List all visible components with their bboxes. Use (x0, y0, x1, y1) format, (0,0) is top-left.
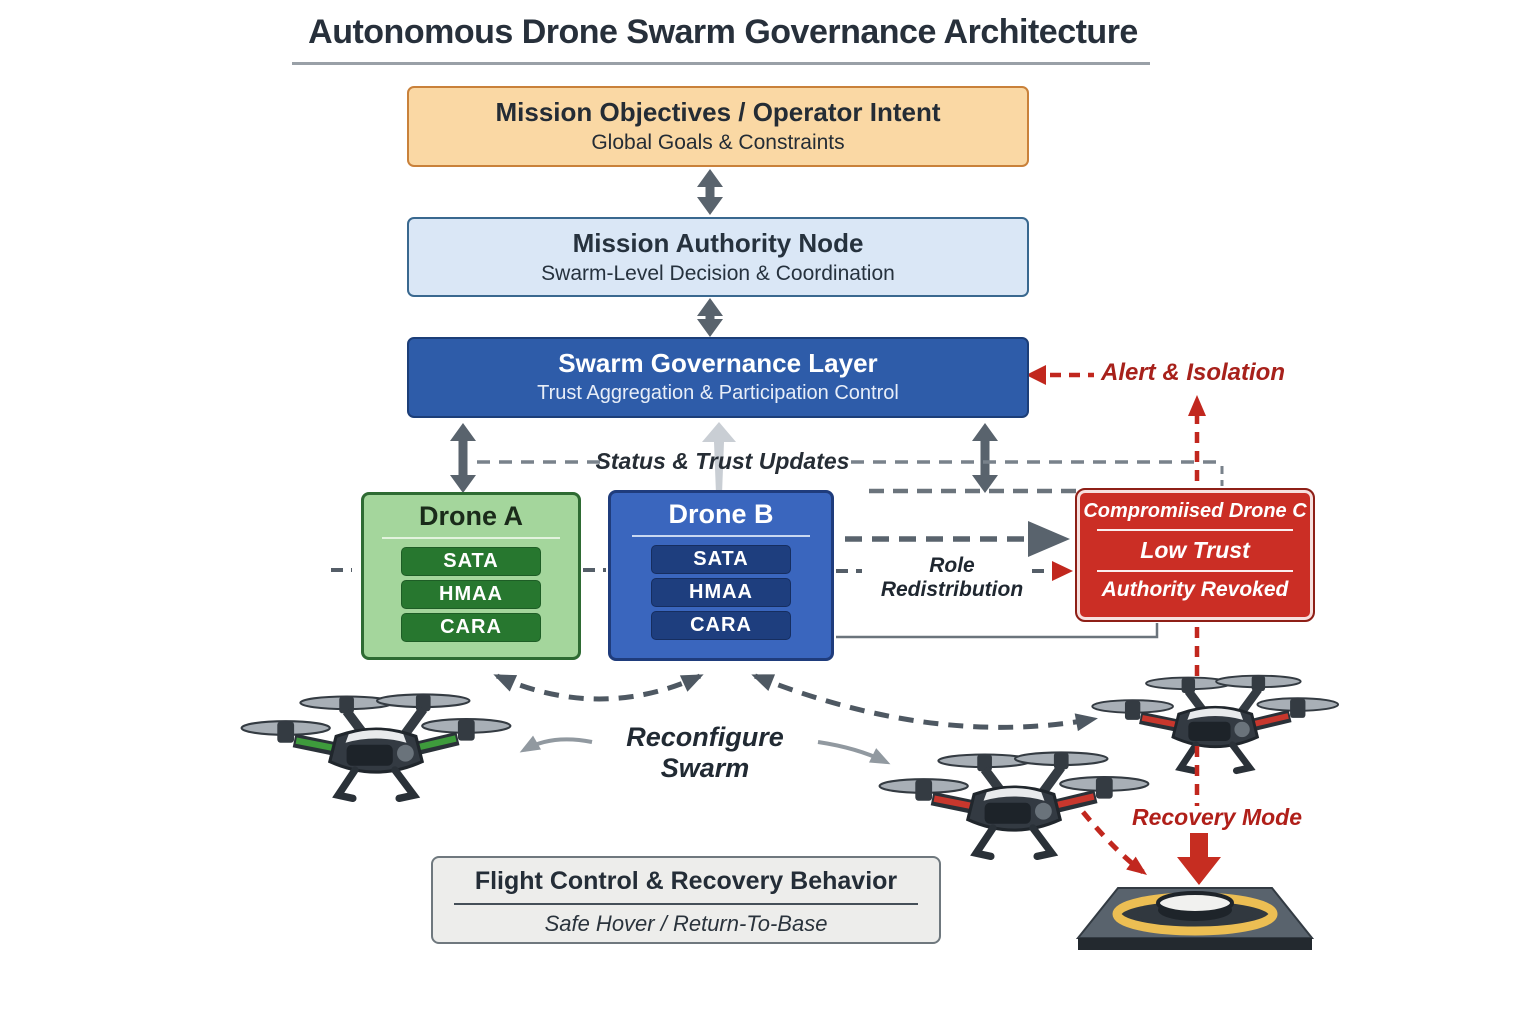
drone-c-title: Compromiised Drone C (1083, 500, 1307, 522)
alert-isolation-label: Alert & Isolation (1100, 359, 1286, 386)
drone-c-authority: Authority Revoked (1101, 578, 1289, 601)
drone-b-box: Drone B SATA HMAA CARA (608, 490, 834, 661)
authority-revoked-solid-line (836, 623, 1159, 639)
drone-a-title: Drone A (418, 501, 523, 531)
compromised-drone-c-box: Compromiised Drone C Low Trust Authority… (1075, 488, 1315, 622)
drone-a-box: Drone A SATA HMAA CARA (361, 492, 581, 660)
alert-isolation-arrow (1026, 365, 1094, 385)
drone-c-status: Low Trust (1140, 537, 1250, 563)
reconfigure-swarm-label: Reconfigure Swarm (626, 722, 784, 783)
landing-pad-illustration (1078, 888, 1312, 950)
flight-control-divider (454, 903, 918, 905)
status-trust-updates-label: Status & Trust Updates (595, 448, 850, 474)
page-title: Autonomous Drone Swarm Governance Archit… (308, 13, 1138, 51)
mission-objectives-box: Mission Objectives / Operator Intent Glo… (407, 86, 1029, 167)
drone-b-module-hmaa: HMAA (651, 578, 791, 607)
mission-objectives-subtitle: Global Goals & Constraints (591, 131, 845, 154)
alert-vertical-dashed-line (1188, 395, 1206, 487)
role-redistribution-label: Role Redistribution (880, 554, 1024, 601)
drone-a-module-sata: SATA (401, 547, 541, 576)
mission-authority-box: Mission Authority Node Swarm-Level Decis… (407, 217, 1029, 297)
title-underline (292, 62, 1150, 65)
drone-a-divider (382, 537, 560, 539)
flight-control-subtitle: Safe Hover / Return-To-Base (544, 911, 828, 936)
drone-red-mid-illustration (880, 752, 1149, 856)
drone-b-title: Drone B (668, 499, 774, 529)
flow-arrow-governance-drone-a (450, 423, 476, 493)
drone-a-module-hmaa: HMAA (401, 580, 541, 609)
drone-green-illustration (242, 694, 511, 798)
swarm-governance-subtitle: Trust Aggregation & Participation Contro… (537, 382, 899, 404)
flow-arrow-authority-governance (697, 298, 723, 337)
drone-b-module-sata: SATA (651, 545, 791, 574)
mission-objectives-title: Mission Objectives / Operator Intent (495, 97, 941, 127)
mission-authority-subtitle: Swarm-Level Decision & Coordination (541, 262, 895, 285)
drone-b-divider (632, 535, 810, 537)
mission-authority-title: Mission Authority Node (572, 228, 864, 258)
drone-c-divider-2 (1097, 570, 1293, 572)
swarm-swap-arcs (493, 673, 1098, 732)
recovery-mode-label: Recovery Mode (1131, 804, 1302, 830)
flight-control-title: Flight Control & Recovery Behavior (474, 867, 898, 895)
drone-a-module-cara: CARA (401, 613, 541, 642)
drone-c-divider-1 (1097, 529, 1293, 531)
flight-control-box: Flight Control & Recovery Behavior Safe … (431, 856, 941, 944)
swarm-governance-box: Swarm Governance Layer Trust Aggregation… (407, 337, 1029, 418)
drone-b-module-cara: CARA (651, 611, 791, 640)
recovery-big-down-arrow (1177, 833, 1221, 885)
flow-arrow-objectives-authority (697, 169, 723, 215)
swarm-governance-title: Swarm Governance Layer (558, 348, 878, 378)
flow-arrow-governance-drone-right (972, 423, 998, 493)
drone-red-isolated-illustration (1092, 676, 1338, 771)
